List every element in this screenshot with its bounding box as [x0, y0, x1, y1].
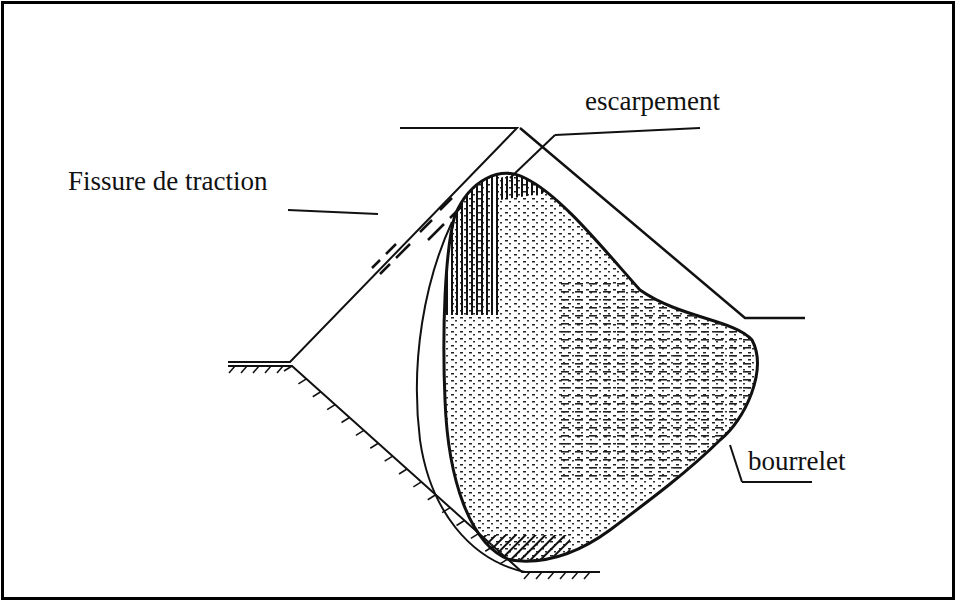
- toe-label: bourrelet: [748, 448, 845, 475]
- scarp-label: escarpement: [585, 88, 720, 115]
- crack-label: Fissure de traction: [68, 168, 267, 195]
